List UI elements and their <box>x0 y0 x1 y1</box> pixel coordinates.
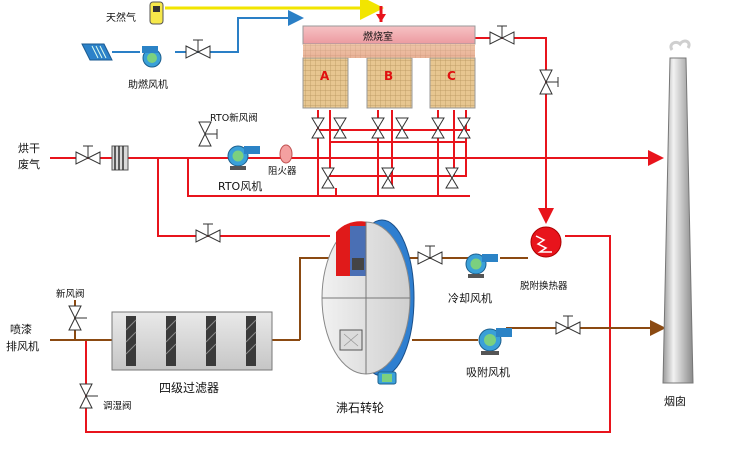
fresh-air-valve-label: 新风阀 <box>56 288 85 300</box>
rto-fan <box>227 145 260 170</box>
chimney-label: 烟囱 <box>664 394 686 408</box>
bed-c <box>429 57 476 109</box>
humidity-valve-label: 调湿阀 <box>103 400 132 412</box>
desorption-heat-exchanger-label: 脱附换热器 <box>520 280 568 292</box>
zeolite-wheel <box>321 219 415 385</box>
combustion-chamber: 燃烧室 A B C <box>302 6 476 109</box>
four-stage-filter-label: 四级过滤器 <box>159 381 219 395</box>
adsorption-fan-label: 吸附风机 <box>466 365 510 379</box>
gas-cylinder-icon <box>149 1 164 25</box>
cooling-fan <box>465 253 498 278</box>
bed-a <box>302 57 349 109</box>
spray-exhaust-label-line2: 排风机 <box>6 339 39 353</box>
heat-exchanger-icon <box>530 226 562 258</box>
combustion-fan-label: 助燃风机 <box>128 78 168 91</box>
natural-gas-source: 天然气 <box>106 1 164 25</box>
bed-c-label: C <box>447 69 456 83</box>
adsorption-fan <box>478 328 512 355</box>
zeolite-wheel-label: 沸石转轮 <box>336 400 384 415</box>
combustion-air-line <box>175 10 304 53</box>
inline-filter <box>111 145 129 171</box>
four-stage-filter <box>111 311 273 371</box>
combustion-fan: 助燃风机 <box>81 43 168 91</box>
rto-fan-label: RTO风机 <box>218 179 262 193</box>
desorption-heat-exchanger <box>530 226 562 258</box>
drying-exhaust-label-line2: 废气 <box>18 157 40 171</box>
rto-fresh-air-valve-label: RTO新风阀 <box>210 112 258 124</box>
chimney: 烟囱 <box>662 39 694 408</box>
flame-arrester-label: 阻火器 <box>268 166 297 177</box>
bed-b <box>366 57 413 109</box>
natural-gas-label: 天然气 <box>106 11 136 24</box>
bed-a-label: A <box>320 69 330 83</box>
cooling-fan-label: 冷却风机 <box>448 291 492 305</box>
flame-arrester <box>279 144 293 164</box>
drying-exhaust-label-line1: 烘干 <box>18 141 40 155</box>
spray-exhaust-label-line1: 喷漆 <box>10 323 32 336</box>
bed-b-label: B <box>384 69 393 83</box>
combustion-chamber-label: 燃烧室 <box>363 30 393 43</box>
